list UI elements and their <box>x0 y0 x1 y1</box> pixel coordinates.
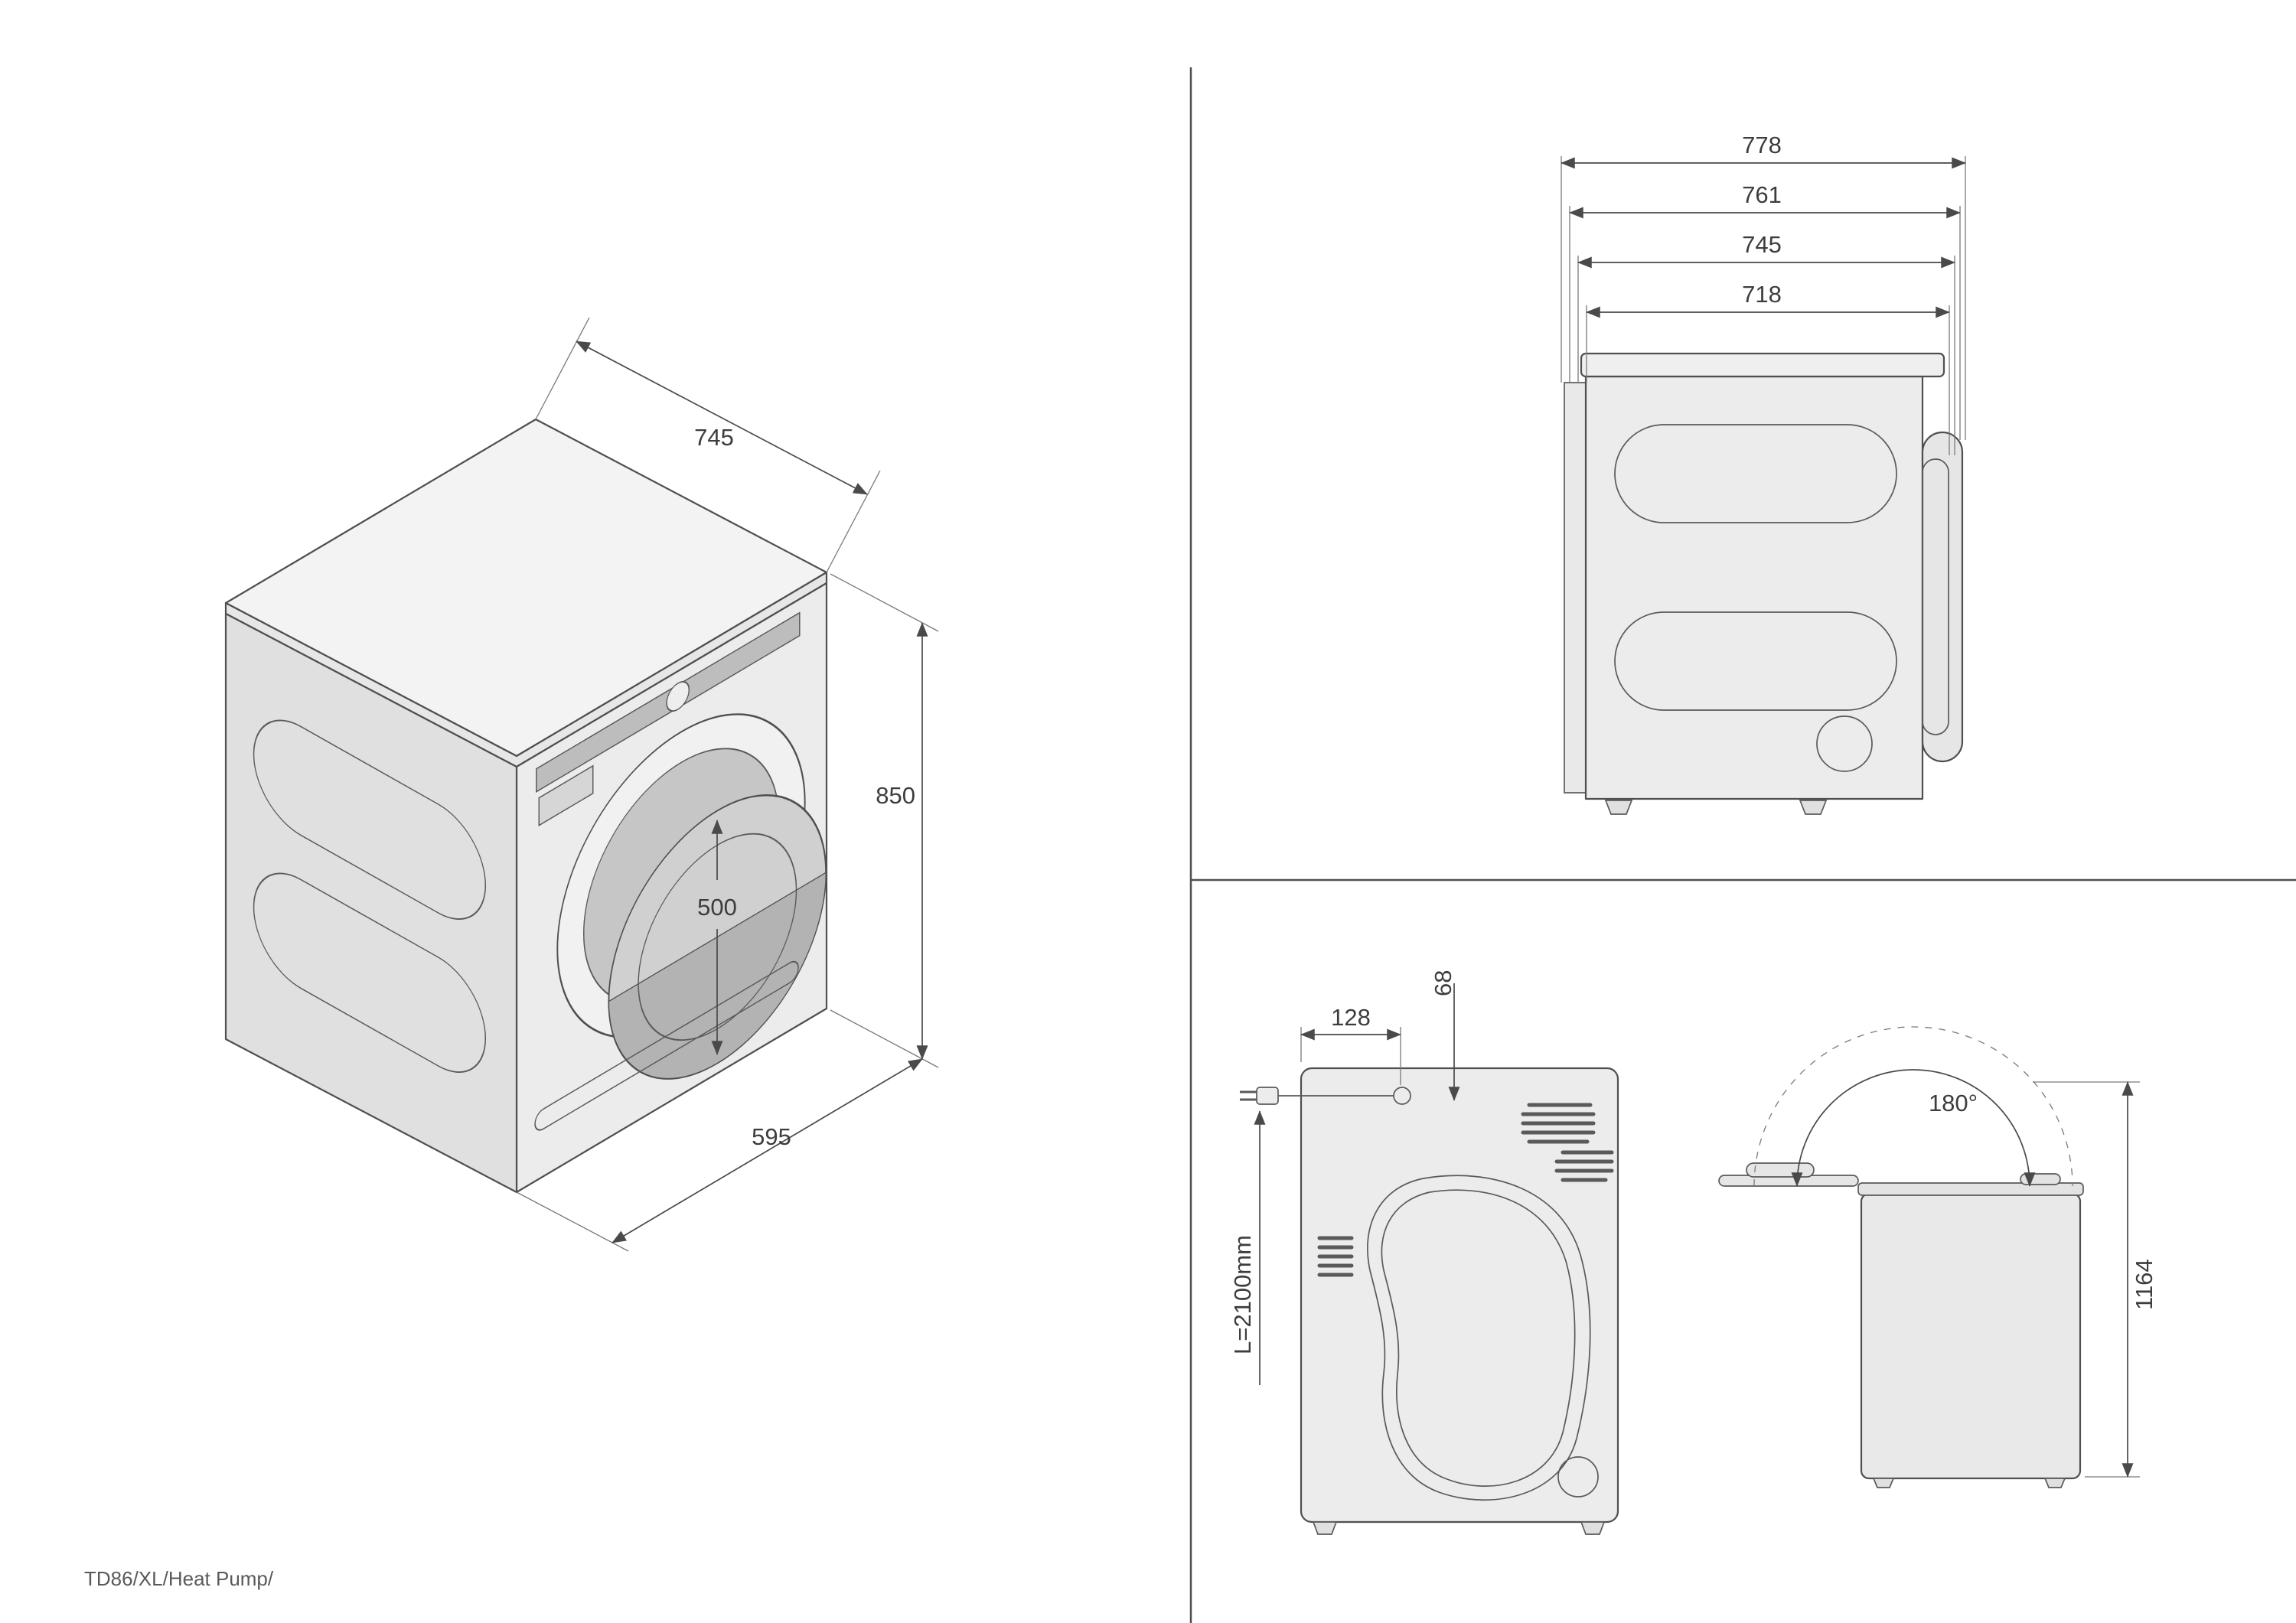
dim-label-depth: 745 <box>694 424 734 451</box>
open-lid-handle-bump <box>1746 1162 1815 1178</box>
kick-panel-groove <box>534 960 799 1131</box>
dim-label-745: 745 <box>1742 231 1782 258</box>
door-bulge-inner <box>1922 458 1949 735</box>
rear-foot-left <box>1312 1521 1338 1535</box>
swing-arc-arrows <box>1791 1069 2036 1187</box>
lid-view-foot-right <box>2043 1478 2066 1488</box>
dim-label-128: 128 <box>1331 1004 1371 1031</box>
vent-group-top <box>1521 1103 1596 1144</box>
rear-drain-cap <box>1557 1456 1599 1498</box>
dim-label-width: 595 <box>752 1123 791 1150</box>
dim-label-68: 68 <box>1430 970 1456 996</box>
side-body <box>1584 375 1924 800</box>
vent-group-left <box>1317 1236 1354 1277</box>
lid-view-foot-left <box>1872 1478 1895 1488</box>
dim-label-door: 500 <box>697 894 737 921</box>
program-knob <box>666 681 690 712</box>
rear-foot-right <box>1580 1521 1606 1535</box>
dim-label-778: 778 <box>1742 132 1782 158</box>
duct-outline-inner <box>1381 1189 1576 1487</box>
dimension-open-height-1164: 1164 <box>2033 1081 2157 1478</box>
dim-label-1164: 1164 <box>2131 1259 2157 1310</box>
door-bulge-outer <box>1921 431 1964 763</box>
dimension-depth-745: 745 <box>535 317 881 573</box>
dim-label-cord-length: L=2100mm <box>1229 1235 1256 1354</box>
power-cord <box>1240 1087 1411 1105</box>
rear-view: 128 68 L=2100mm <box>1229 970 1619 1535</box>
swing-arc-dashed <box>1753 1026 2073 1187</box>
isometric-view: 745 850 595 500 <box>224 317 939 1252</box>
dim-label-height: 850 <box>876 782 915 809</box>
duct-outline-outer <box>1367 1175 1591 1501</box>
side-panel-emboss-lower <box>253 872 487 1074</box>
dim-label-718: 718 <box>1742 281 1782 308</box>
dim-label-761: 761 <box>1742 181 1782 208</box>
lid-open-view: 180° 1164 <box>1718 1026 2157 1488</box>
dimension-door-500: 500 <box>697 820 737 1055</box>
side-view: 778 761 745 718 <box>1561 132 1966 815</box>
dimension-761: 761 <box>1569 181 1961 440</box>
dimension-vent-offset-68: 68 <box>1430 970 1460 1101</box>
side-emboss-upper <box>1614 424 1897 523</box>
side-filter-cap <box>1816 715 1873 772</box>
side-foot-left <box>1604 800 1633 815</box>
dimension-cord-offset-128: 128 <box>1300 1004 1401 1085</box>
vent-group-right <box>1554 1150 1614 1182</box>
iso-left-face-panels <box>253 719 487 1074</box>
plug-body <box>1256 1087 1279 1105</box>
dimension-cord-length: L=2100mm <box>1229 1110 1266 1385</box>
lid-view-body <box>1860 1192 2082 1480</box>
dimension-745: 745 <box>1577 231 1955 455</box>
cord-holder <box>1393 1087 1411 1105</box>
top-rim-bump <box>2020 1173 2061 1185</box>
rear-panel-strip <box>1564 382 1587 794</box>
display-window <box>538 764 594 826</box>
side-emboss-lower <box>1614 611 1897 711</box>
dimension-height-850: 850 <box>830 573 939 1068</box>
dimension-width-595: 595 <box>516 1058 923 1252</box>
side-foot-right <box>1799 800 1828 815</box>
dim-label-angle: 180° <box>1929 1090 1978 1116</box>
model-label: TD86/XL/Heat Pump/ <box>84 1567 274 1590</box>
side-top-lid <box>1580 352 1945 378</box>
side-panel-emboss-upper <box>253 719 487 921</box>
dimension-778: 778 <box>1561 132 1966 440</box>
dimension-718: 718 <box>1586 281 1950 455</box>
rear-body <box>1300 1067 1619 1524</box>
